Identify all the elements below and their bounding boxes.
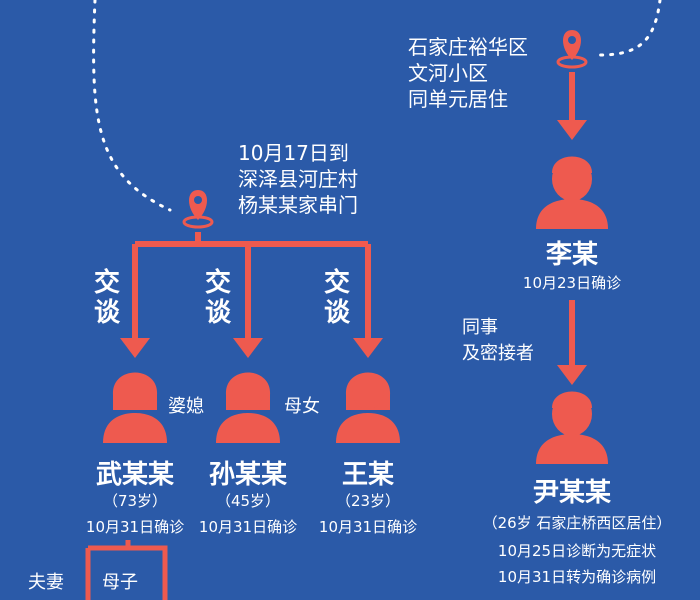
person-note-wang: 10月31日确诊 (318, 518, 418, 536)
location-2-line: 石家庄裕华区 (408, 35, 528, 59)
location-pin-icon (556, 30, 588, 69)
person-note-yin-1: 10月25日诊断为无症状 (497, 542, 657, 560)
talk-label: 交 谈 (322, 268, 352, 328)
location-1-line: 深泽县河庄村 (238, 167, 358, 191)
person-male-icon (536, 156, 608, 229)
location-2-text: 石家庄裕华区 文河小区 同单元居住 (408, 34, 528, 112)
relation-coworker-line: 及密接者 (462, 343, 534, 364)
talk-label-char: 交 (323, 268, 350, 298)
talk-label: 交 谈 (203, 268, 233, 328)
location-1-text: 10月17日到 深泽县河庄村 杨某某家串门 (238, 140, 358, 218)
person-note-yin-2: 10月31日转为确诊病例 (497, 568, 657, 586)
arrow-head (120, 338, 383, 358)
location-1-line: 杨某某家串门 (238, 193, 358, 217)
location-pin-icon (182, 190, 214, 229)
dotted-connector-right (598, 0, 662, 57)
person-female-icon (103, 372, 167, 443)
location-2-line: 文河小区 (408, 61, 488, 85)
person-name-wu: 武某某 (95, 460, 174, 490)
person-age-sun: （45岁） (215, 492, 281, 510)
person-age-wang: （23岁） (335, 492, 401, 510)
person-age-wu: （73岁） (102, 492, 168, 510)
talk-label-char: 谈 (323, 298, 350, 328)
arrow-head (557, 120, 587, 385)
person-female-icon (216, 372, 280, 443)
person-detail-yin: （26岁 石家庄桥西区居住） (482, 514, 672, 532)
family-box (85, 540, 168, 600)
relation-coworker: 同事 及密接者 (462, 315, 534, 367)
person-female-icon (336, 372, 400, 443)
talk-label-char: 谈 (204, 298, 231, 328)
relation-mother-daughter: 母女 (284, 396, 320, 417)
relation-in-law: 婆媳 (168, 396, 204, 417)
relation-coworker-line: 同事 (462, 317, 498, 338)
talk-label-char: 谈 (93, 298, 120, 328)
relation-spouse: 夫妻 (28, 572, 64, 593)
person-male-icon (536, 391, 608, 464)
talk-label-char: 交 (93, 268, 120, 298)
location-2-line: 同单元居住 (408, 87, 508, 111)
talk-label-char: 交 (204, 268, 231, 298)
person-name-yin: 尹某某 (532, 478, 611, 508)
person-note-wu: 10月31日确诊 (85, 518, 185, 536)
person-note-sun: 10月31日确诊 (198, 518, 298, 536)
branch-connector (132, 232, 371, 345)
person-note-li: 10月23日确诊 (522, 274, 622, 292)
person-name-wang: 王某 (341, 460, 394, 490)
location-1-line: 10月17日到 (238, 141, 349, 165)
relation-mother-son: 母子 (102, 572, 138, 593)
dotted-connector-left (92, 0, 172, 212)
person-name-li: 李某 (545, 240, 598, 270)
talk-label: 交 谈 (92, 268, 122, 328)
person-name-sun: 孙某某 (208, 460, 287, 490)
